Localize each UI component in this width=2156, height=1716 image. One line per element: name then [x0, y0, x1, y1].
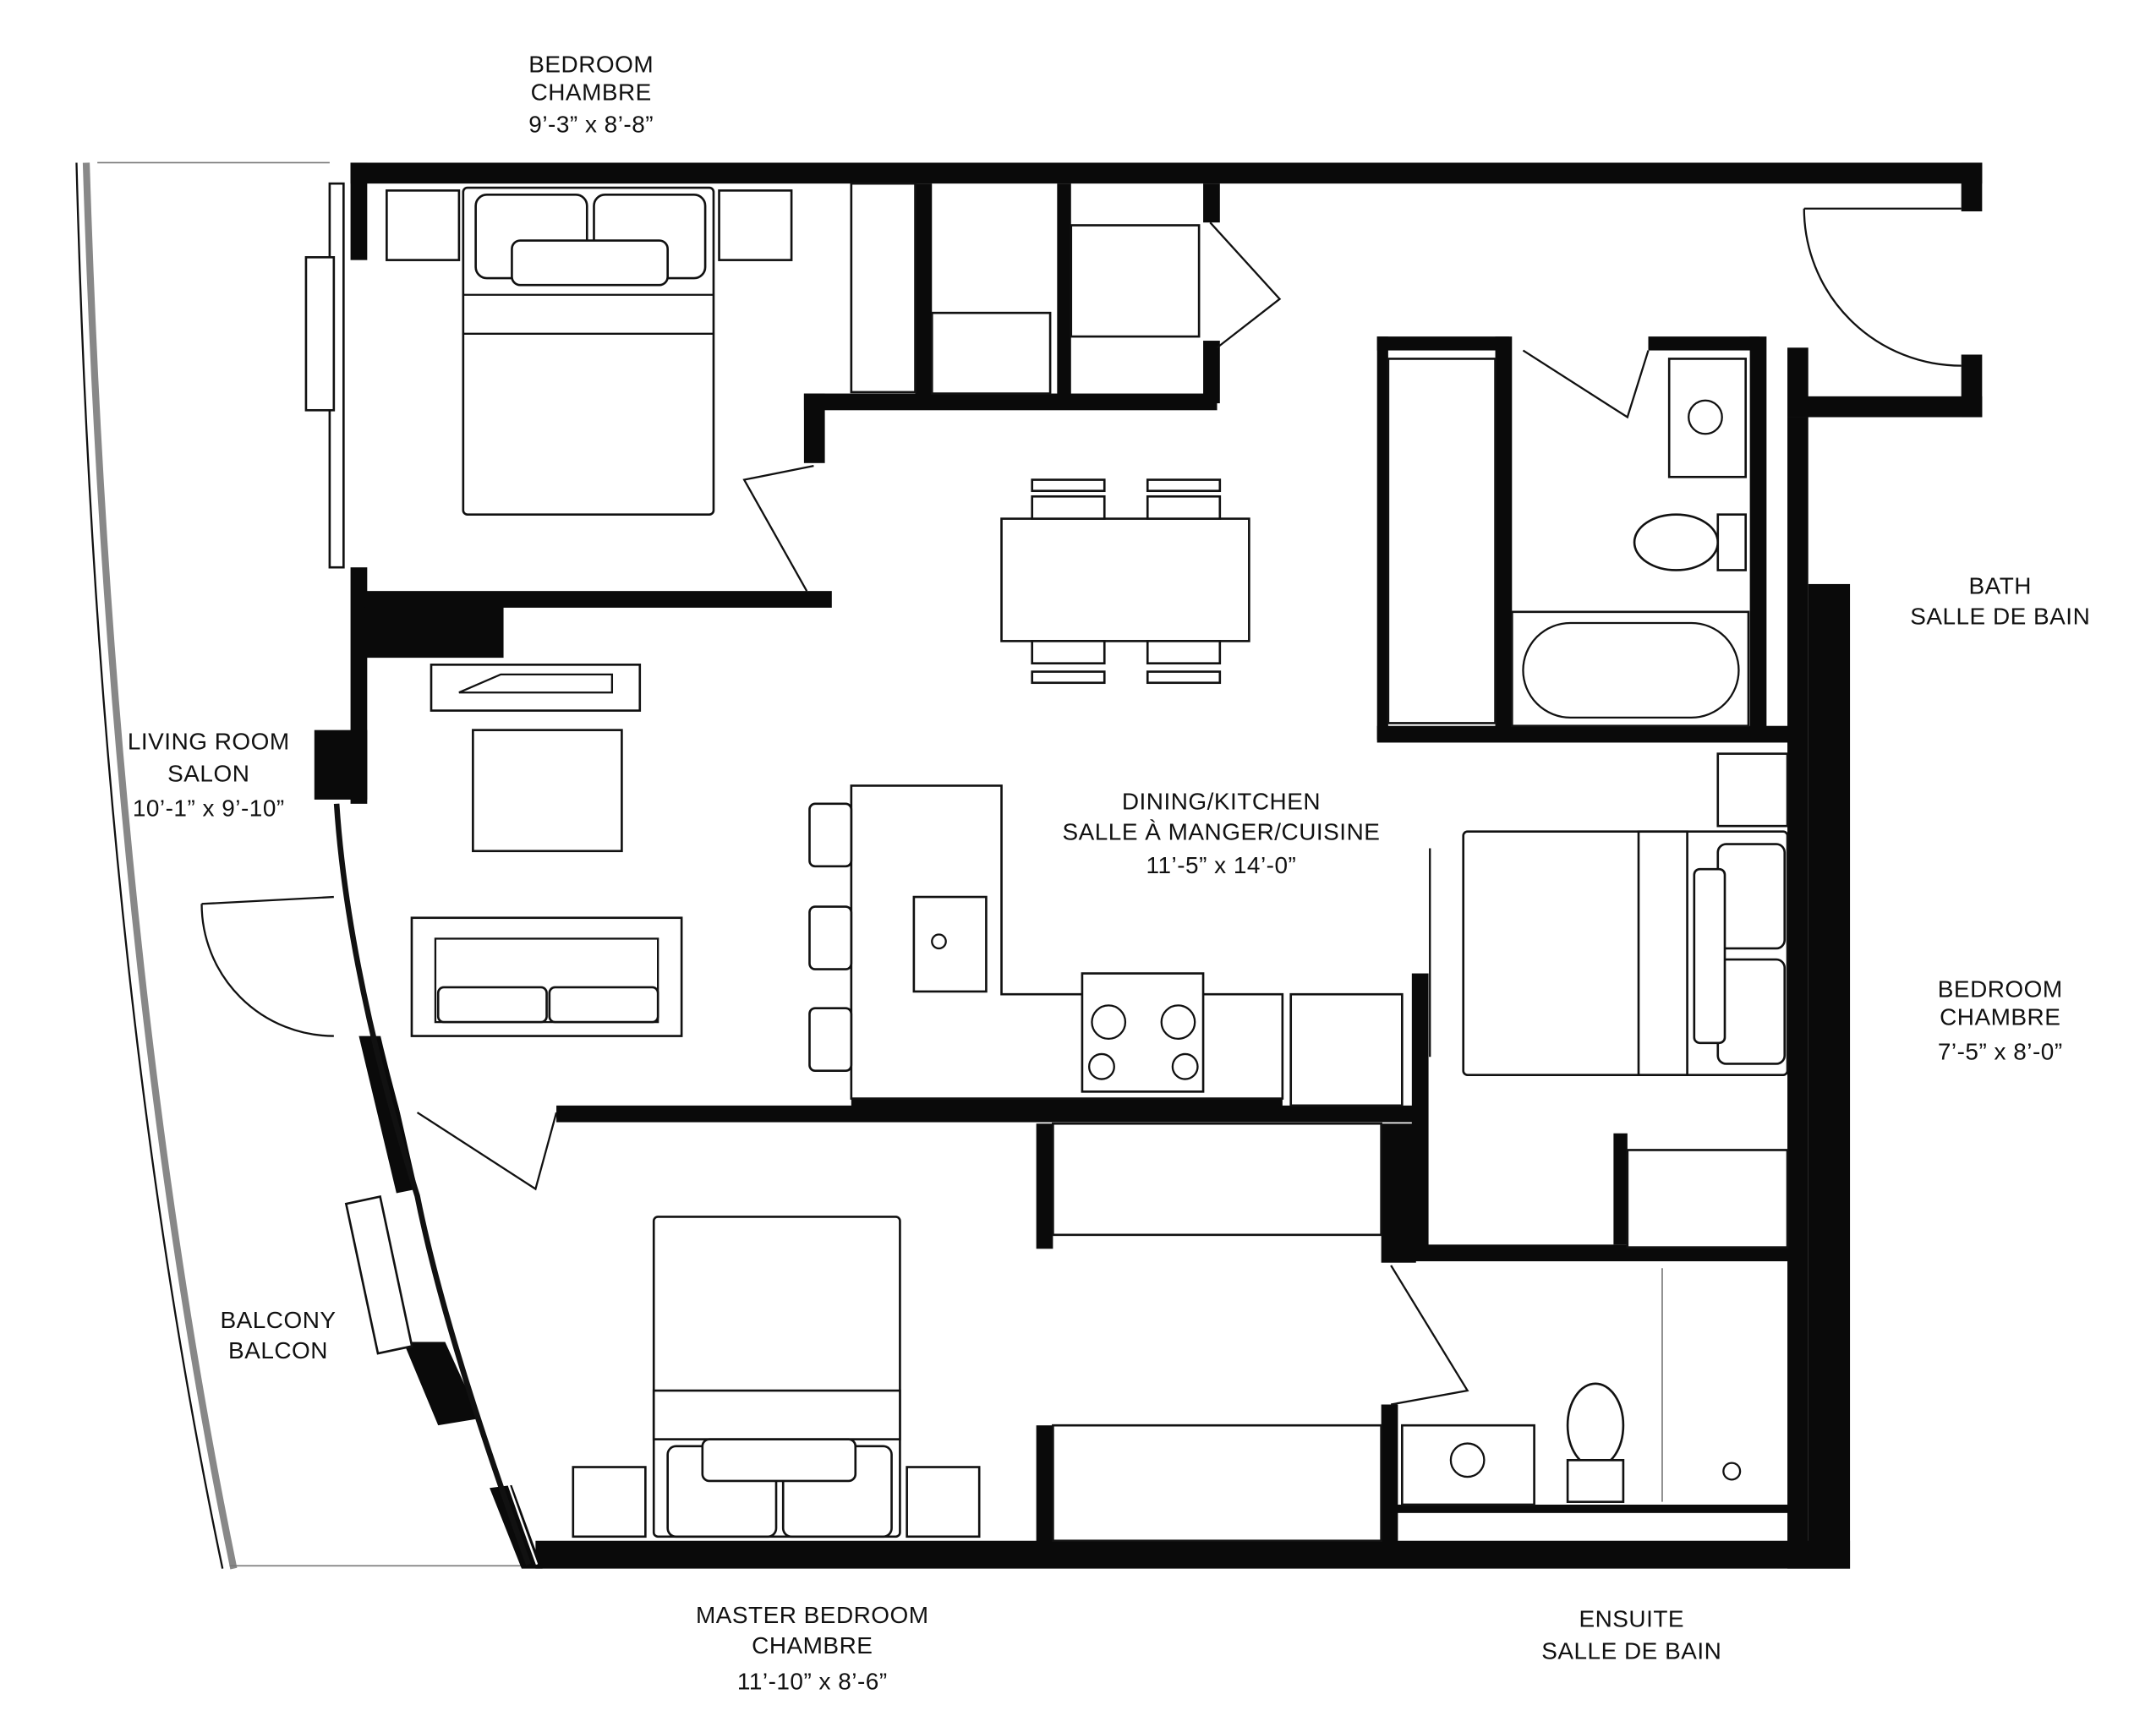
room-name-en: BATH [1969, 572, 2032, 598]
room-name-en: LIVING ROOM [128, 729, 290, 755]
walls [314, 162, 1983, 1569]
room-name-fr: CHAMBRE [1940, 1003, 2060, 1030]
room-size: 7’-5” x 8’-0” [1938, 1039, 2063, 1065]
room-label-bedroom-right: BEDROOM CHAMBRE 7’-5” x 8’-0” [1938, 976, 2063, 1065]
room-size: 11’-5” x 14’-0” [1146, 852, 1297, 878]
room-name-en: DINING/KITCHEN [1122, 788, 1321, 814]
room-name-fr: SALLE À MANGER/CUISINE [1062, 819, 1380, 845]
room-name-en: BEDROOM [1938, 976, 2063, 1003]
room-size: 10’-1” x 9’-10” [133, 795, 285, 822]
room-name-en: BALCONY [220, 1307, 336, 1333]
room-size: 11’-10” x 8’-6” [737, 1669, 888, 1695]
room-label-balcony: BALCONY BALCON [220, 1307, 336, 1364]
room-size: 9’-3” x 8’-8” [528, 111, 654, 137]
room-name-fr: SALLE DE BAIN [1541, 1638, 1721, 1664]
room-label-bath: BATH SALLE DE BAIN [1910, 572, 2090, 629]
room-label-dining: DINING/KITCHEN SALLE À MANGER/CUISINE 11… [1062, 788, 1380, 878]
room-name-fr: CHAMBRE [752, 1632, 873, 1659]
room-name-en: MASTER BEDROOM [696, 1602, 929, 1628]
room-label-living: LIVING ROOM SALON 10’-1” x 9’-10” [128, 729, 290, 822]
doors [200, 207, 1962, 1406]
room-label-ensuite: ENSUITE SALLE DE BAIN [1541, 1606, 1721, 1664]
room-label-bedroom-top: BEDROOM CHAMBRE 9’-3” x 8’-8” [528, 52, 654, 138]
room-name-fr: SALON [167, 761, 249, 787]
balcony [75, 161, 536, 1570]
windows [304, 182, 539, 1566]
room-label-master: MASTER BEDROOM CHAMBRE 11’-10” x 8’-6” [696, 1602, 929, 1695]
room-name-fr: BALCON [228, 1337, 328, 1364]
room-name-fr: CHAMBRE [531, 79, 652, 105]
furniture [386, 182, 1789, 1543]
room-name-fr: SALLE DE BAIN [1910, 604, 2090, 630]
room-name-en: BEDROOM [528, 52, 654, 78]
room-name-en: ENSUITE [1579, 1606, 1684, 1632]
